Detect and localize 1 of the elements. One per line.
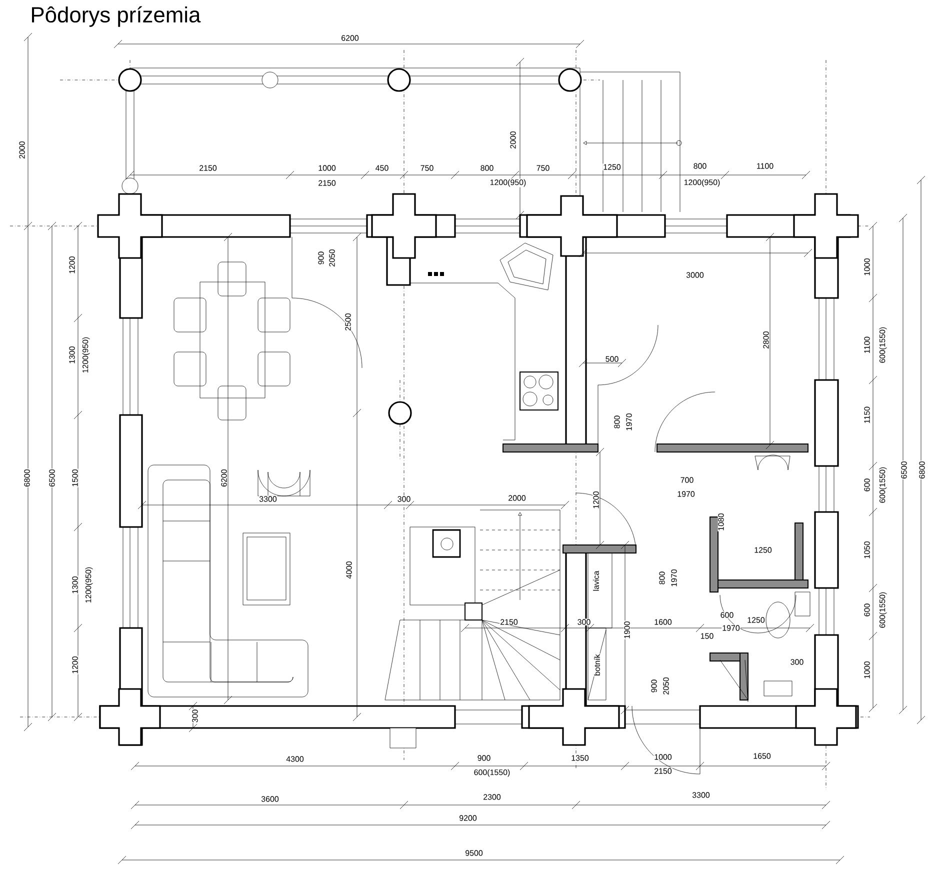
title: Pôdorys prízemia: [32, 6, 201, 27]
